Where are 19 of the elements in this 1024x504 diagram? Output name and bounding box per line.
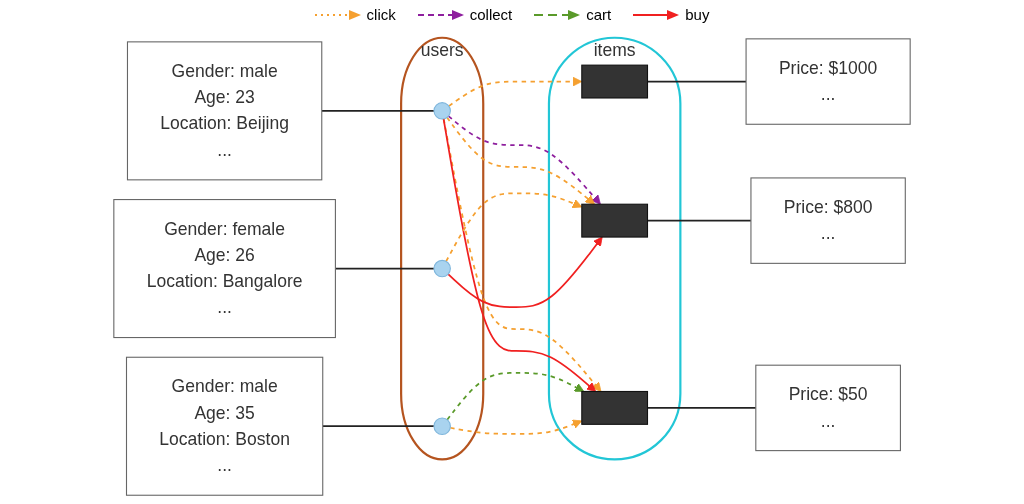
node-picture xyxy=(581,390,649,425)
node-picture xyxy=(581,203,649,238)
legend-text: cart xyxy=(586,6,612,23)
node-box: Price: $800 ... xyxy=(750,177,906,264)
node-person xyxy=(433,417,451,435)
legend-text: collect xyxy=(469,6,513,23)
arrow xyxy=(445,192,583,263)
node-box: Price: $50 ... xyxy=(755,364,901,452)
legend-text: buy xyxy=(685,6,710,23)
node-box: Price: $1000 ... xyxy=(745,38,911,125)
arrow xyxy=(447,236,603,309)
node-box: Gender: male Age: 23 Location: Beijing ... xyxy=(126,41,323,181)
legend-text: click xyxy=(366,6,396,23)
node-box: Gender: male Age: 35 Location: Boston ... xyxy=(125,356,324,496)
node-person xyxy=(433,102,451,120)
node-picture xyxy=(581,64,649,99)
arrow xyxy=(446,372,585,421)
node-box: Gender: female Age: 26 Location: Bangalore ... xyxy=(113,199,336,339)
node-person xyxy=(433,259,451,278)
